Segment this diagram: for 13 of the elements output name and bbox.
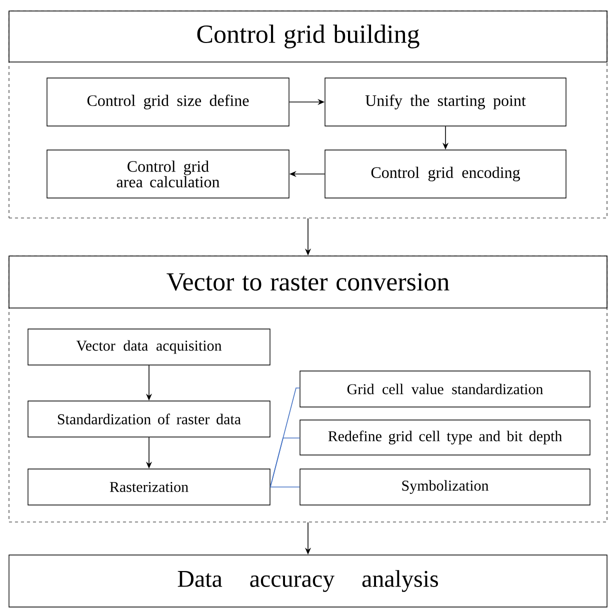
process-box: Vector data acquisition bbox=[28, 328, 270, 366]
process-box: Standardization of raster data bbox=[28, 400, 270, 438]
process-box: Rasterization bbox=[28, 468, 270, 506]
process-box: Control grid encoding bbox=[324, 150, 566, 198]
connector-line bbox=[270, 438, 300, 488]
process-box: Unify the starting point bbox=[324, 78, 566, 126]
process-box: Grid cell value standardization bbox=[300, 370, 590, 408]
process-box: Symbolization bbox=[300, 468, 590, 506]
process-box: Control grid size define bbox=[46, 78, 290, 126]
process-box: Data accuracy analysis bbox=[8, 554, 608, 608]
process-box: Control grid area calculation bbox=[46, 150, 290, 198]
connector-line bbox=[270, 486, 300, 488]
process-box: Redefine grid cell type and bit depth bbox=[300, 420, 590, 456]
